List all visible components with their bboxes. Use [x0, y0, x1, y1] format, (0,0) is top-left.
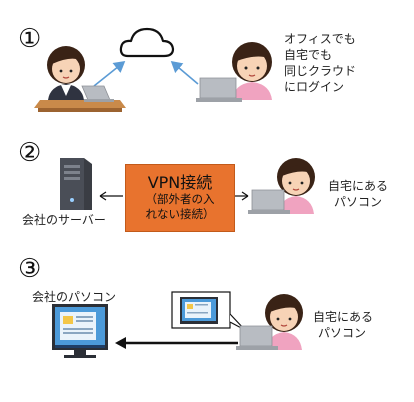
home-pc-label-2-line-2: パソコン	[334, 195, 383, 209]
remote-control-arrow	[115, 337, 238, 349]
cloud-caption-line-1: オフィスでも	[284, 32, 356, 46]
home-worker-illustration-2	[248, 158, 315, 214]
vpn-sub-line-2: れない接続）	[145, 207, 215, 221]
step-number-1: ①	[18, 24, 42, 54]
home-pc-label-2-line-1: 自宅にある	[328, 179, 389, 193]
cloud-caption-line-3: 同じクラウド	[284, 64, 357, 78]
cloud-caption-line-2: 自宅でも	[284, 48, 333, 62]
vpn-connection-box: VPN接続 （部外者の入 れない接続）	[125, 164, 235, 232]
step-number-3: ③	[18, 254, 42, 284]
company-server-label: 会社のサーバー	[22, 213, 106, 227]
vpn-left-arrow	[99, 191, 123, 201]
office-worker-illustration	[34, 46, 126, 112]
vpn-right-arrow	[235, 191, 249, 201]
arrow-office-to-cloud	[93, 61, 126, 87]
vpn-title: VPN接続	[147, 173, 213, 192]
company-pc-label: 会社のパソコン	[32, 290, 117, 304]
remote-screen-thumbnail	[171, 291, 246, 331]
cloud-caption-line-4: にログイン	[284, 80, 345, 94]
home-worker-illustration-1	[196, 42, 272, 102]
company-pc-monitor-icon	[52, 304, 108, 358]
home-pc-label-3-line-2: パソコン	[318, 326, 367, 340]
server-icon	[60, 158, 92, 210]
cloud-icon	[119, 27, 175, 58]
home-worker-illustration-3	[236, 294, 303, 350]
step-number-2: ②	[18, 138, 42, 168]
vpn-sub-line-1: （部外者の入	[145, 192, 215, 206]
home-pc-label-3-line-1: 自宅にある	[313, 310, 374, 324]
arrow-home-to-cloud	[170, 60, 199, 85]
